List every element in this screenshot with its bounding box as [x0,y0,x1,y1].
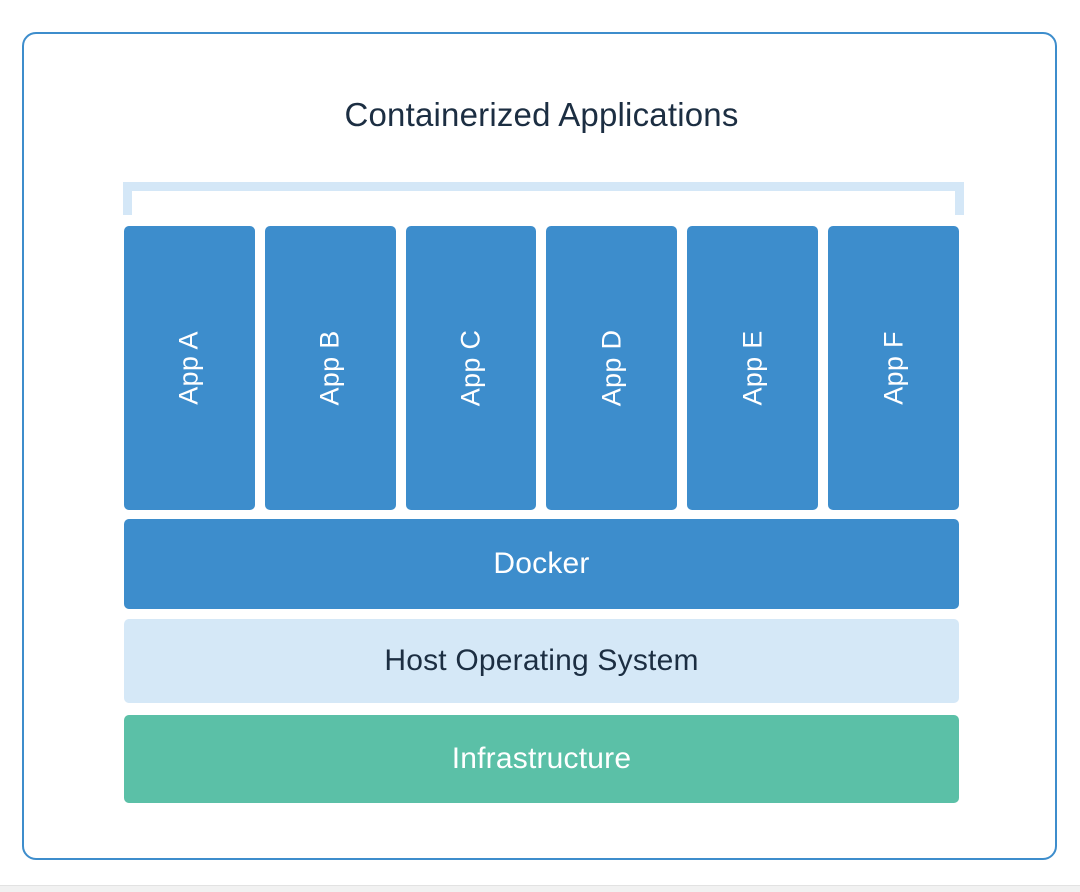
app-container-row: App A App B App C App D App E App F [124,226,959,510]
app-container-a[interactable]: App A [124,226,255,510]
app-container-e[interactable]: App E [687,226,819,510]
app-container-b[interactable]: App B [264,226,396,510]
app-container-label: App D [596,329,627,407]
app-container-c[interactable]: App C [405,226,537,510]
app-container-label: App C [455,329,486,407]
app-container-f[interactable]: App F [828,226,959,510]
page-bottom-strip [0,885,1080,892]
diagram-title: Containerized Applications [344,96,739,133]
layer-docker[interactable]: Docker [124,519,959,609]
layer-infrastructure[interactable]: Infrastructure [124,715,959,803]
containers-bracket [123,182,964,215]
app-container-label: App B [314,330,345,406]
diagram-frame: Containerized Applications App A App B A… [22,32,1057,860]
app-container-label: App A [173,331,204,405]
app-container-d[interactable]: App D [546,226,678,510]
layer-host-operating-system[interactable]: Host Operating System [124,619,959,703]
app-container-label: App E [737,330,768,406]
app-container-label: App F [878,331,909,405]
